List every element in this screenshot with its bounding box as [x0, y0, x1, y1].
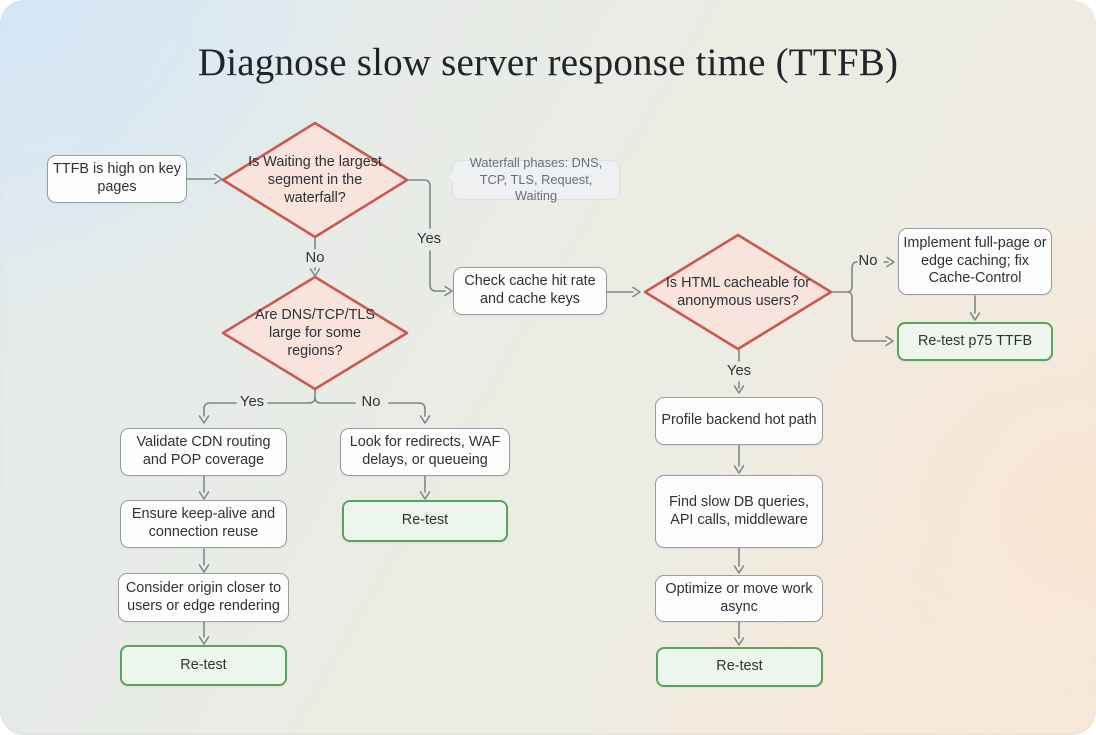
process-origin-closer: Consider origin closer to users or edge …	[118, 573, 289, 622]
process-validate-cdn: Validate CDN routing and POP coverage	[120, 428, 287, 476]
arrowhead-keepalive-to-origin	[198, 564, 210, 573]
arrowhead-d2-yes	[198, 415, 210, 424]
terminal-retest-mid: Re-test	[342, 500, 508, 542]
process-find-slow: Find slow DB queries, API calls, middlew…	[655, 475, 823, 548]
decision-regions-label: Are DNS/TCP/TLS large for some regions?	[255, 306, 375, 360]
terminal-retest-right: Re-test	[656, 647, 823, 687]
arrowhead-implement-to-retest-p75	[969, 312, 981, 321]
process-optimize-async: Optimize or move work async	[655, 575, 823, 622]
process-keep-alive: Ensure keep-alive and connection reuse	[120, 500, 287, 548]
label-d3-yes: Yes	[726, 363, 752, 379]
process-implement-caching: Implement full-page or edge caching; fix…	[898, 228, 1052, 295]
arrowhead-d3-to-retest-p75	[885, 335, 894, 347]
start-node: TTFB is high on key pages	[47, 155, 187, 203]
edge-d3-right-fork	[830, 261, 889, 342]
note-text: Waterfall phases: DNS, TCP, TLS, Request…	[469, 155, 603, 204]
decision-waterfall-label: Is Waiting the largest segment in the wa…	[248, 153, 382, 207]
arrowhead-find-to-optimize	[733, 565, 745, 574]
note-bubble: Waterfall phases: DNS, TCP, TLS, Request…	[445, 155, 620, 203]
arrowhead-profile-to-find	[733, 465, 745, 474]
arrowhead-check-to-d3	[632, 286, 641, 298]
arrowhead-d3-no	[886, 256, 895, 268]
arrowhead-d1-yes	[444, 285, 453, 297]
edge-d2-fork	[203, 388, 426, 417]
decision-html-cacheable-label: Is HTML cacheable for anonymous users?	[665, 274, 811, 309]
arrowhead-origin-to-retest-left	[198, 636, 210, 645]
label-d2-yes: Yes	[239, 394, 265, 410]
decision-waterfall-shape	[221, 121, 409, 239]
label-d3-no: No	[858, 253, 878, 269]
arrowhead-d2-no	[419, 415, 431, 424]
arrowhead-validate-to-keepalive	[198, 491, 210, 500]
arrowhead-start-to-d1	[214, 173, 223, 185]
process-check-cache: Check cache hit rate and cache keys	[453, 267, 607, 315]
arrowhead-d3-yes	[733, 385, 745, 394]
decision-html-cacheable-shape	[643, 233, 833, 351]
edge-d1-yes-to-check	[406, 179, 446, 292]
process-redirects: Look for redirects, WAF delays, or queue…	[340, 428, 510, 476]
label-d2-no: No	[361, 394, 381, 410]
label-d1-no: No	[305, 250, 325, 266]
label-d1-yes: Yes	[416, 231, 442, 247]
decision-regions-shape	[221, 275, 409, 391]
arrowhead-redirects-to-retest-mid	[419, 491, 431, 500]
terminal-retest-p75: Re-test p75 TTFB	[897, 322, 1053, 361]
terminal-retest-left: Re-test	[120, 645, 287, 686]
process-profile-backend: Profile backend hot path	[655, 397, 823, 445]
page-title: Diagnose slow server response time (TTFB…	[197, 41, 899, 84]
arrowhead-optimize-to-retest-right	[733, 637, 745, 646]
